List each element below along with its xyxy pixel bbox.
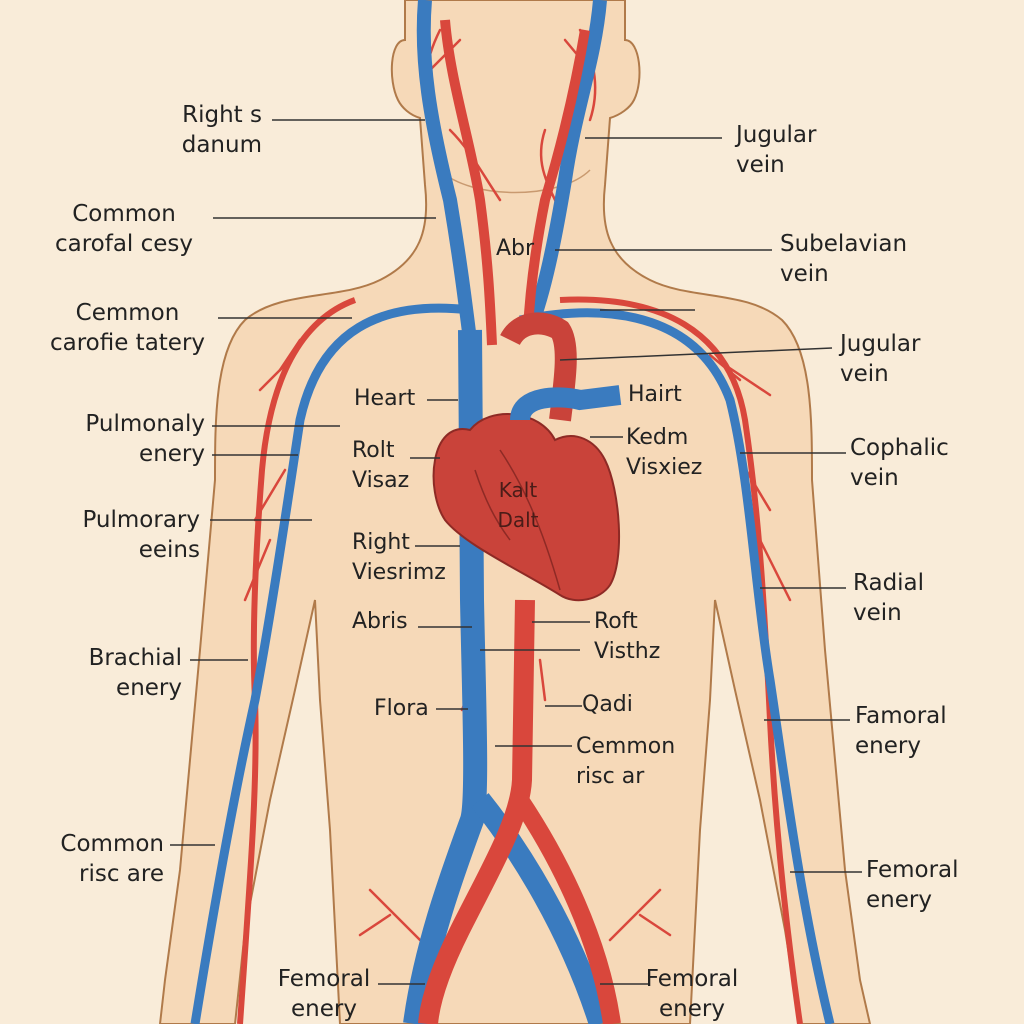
left-jugular-vein <box>416 0 477 341</box>
label-line: Subelavian <box>780 231 908 257</box>
label-line: Cemmon <box>75 300 180 326</box>
label-line: Right s <box>182 102 262 128</box>
heart-detail <box>474 449 561 591</box>
label-cemmon-risc-ar: Cemmon risc ar <box>576 732 675 792</box>
label-roft-visthz: Roft Visthz <box>594 607 660 667</box>
label-femoral-enery-right-bottom: Femoral enery <box>636 964 748 1024</box>
label-line: vein <box>850 465 899 491</box>
label-line: Visaz <box>352 468 410 493</box>
label-line: risc ar <box>576 764 645 789</box>
vena-cava-right-leg <box>471 793 611 1024</box>
chin-line <box>439 169 591 194</box>
label-cophalic-vein: Cophalic vein <box>850 433 980 493</box>
label-line: vein <box>853 600 902 626</box>
label-line: Dalt <box>497 508 539 532</box>
label-line: Famoral <box>855 703 947 729</box>
label-line: Femoral <box>866 857 959 883</box>
label-line: risc are <box>79 861 164 887</box>
right-arm-vein <box>519 308 835 1024</box>
label-cemmon-carofie-tatery: Cemmon carofie tatery <box>40 298 215 358</box>
label-line: Kedm <box>626 425 689 450</box>
label-line: Visxiez <box>626 455 703 480</box>
label-pulmorary-eeins: Pulmorary eeins <box>60 505 200 565</box>
label-line: Kalt <box>498 478 538 502</box>
label-common-carofal-cesy: Common carofal cesy <box>44 199 204 259</box>
label-line: enery <box>855 733 921 759</box>
label-line: enery <box>139 441 205 467</box>
label-subelavian-vein: Subelavian vein <box>780 229 930 289</box>
label-line: vein <box>840 361 889 387</box>
label-line: Brachial <box>88 645 182 671</box>
label-line: vein <box>780 261 829 287</box>
label-line: Roft <box>594 609 638 634</box>
label-common-risc-are: Common risc are <box>40 829 164 889</box>
label-line: Jugular <box>840 331 921 357</box>
label-line: enery <box>116 675 182 701</box>
label-line: vein <box>736 152 785 178</box>
label-line: enery <box>659 996 725 1022</box>
label-flora: Flora <box>374 696 429 721</box>
label-line: carofie tatery <box>49 330 206 356</box>
label-line: carofal cesy <box>54 231 194 257</box>
left-arm-artery <box>237 297 357 1024</box>
label-line: danum <box>181 132 262 158</box>
label-kalt-dalt: Kalt Dalt <box>488 475 548 535</box>
right-jugular-vein <box>523 0 607 333</box>
right-carotid-artery <box>523 29 590 331</box>
vena-cava <box>403 329 488 1024</box>
label-kedm-visxiez: Kedm Visxiez <box>626 423 702 483</box>
label-femoral-enery-left-bottom: Femoral enery <box>268 964 380 1024</box>
label-line: Femoral <box>277 966 371 992</box>
label-pulmonaly-enery: Pulmonaly enery <box>60 409 205 469</box>
label-line: Rolt <box>352 438 395 463</box>
label-line: Viesrimz <box>352 560 446 585</box>
label-heart: Heart <box>354 386 416 411</box>
label-line: eeins <box>138 537 200 563</box>
label-jugular-vein-top: Jugular vein <box>736 120 846 180</box>
label-line: Femoral <box>645 966 739 992</box>
label-line: Pulmonaly <box>85 411 205 437</box>
label-abr: Abr <box>496 236 535 261</box>
label-femoral-enery-right: Femoral enery <box>866 855 986 915</box>
left-carotid-artery <box>440 19 497 346</box>
label-line: enery <box>866 887 932 913</box>
label-qadi: Qadi <box>582 692 633 717</box>
label-line: Visthz <box>594 639 661 664</box>
left-arm-vein <box>190 303 471 1024</box>
label-line: Common <box>60 831 164 857</box>
label-line: Right <box>352 530 410 555</box>
label-right-s-danum: Right s danum <box>150 100 262 160</box>
right-arm-artery <box>559 296 803 1024</box>
label-famoral-enery: Famoral enery <box>855 701 975 761</box>
label-line: enery <box>291 996 357 1022</box>
label-right-viesrimz: Right Viesrimz <box>352 528 446 588</box>
aorta-right-leg <box>512 795 621 1024</box>
label-line: Common <box>72 201 176 227</box>
label-line: Pulmorary <box>82 507 200 533</box>
heart-shape <box>432 413 621 602</box>
label-abris: Abris <box>352 609 408 634</box>
label-line: Cophalic <box>850 435 949 461</box>
label-line: Jugular <box>736 122 817 148</box>
pulmonary-artery <box>510 385 622 422</box>
label-hairt: Hairt <box>628 382 682 407</box>
leader-lines <box>170 119 862 985</box>
label-rolt-visaz: Rolt Visaz <box>352 436 409 496</box>
label-radial-vein: Radial vein <box>853 568 953 628</box>
label-brachial-enery: Brachial enery <box>60 643 182 703</box>
label-line: Cemmon <box>576 734 676 759</box>
label-jugular-vein-mid: Jugular vein <box>840 329 950 389</box>
label-line: Radial <box>853 570 925 596</box>
